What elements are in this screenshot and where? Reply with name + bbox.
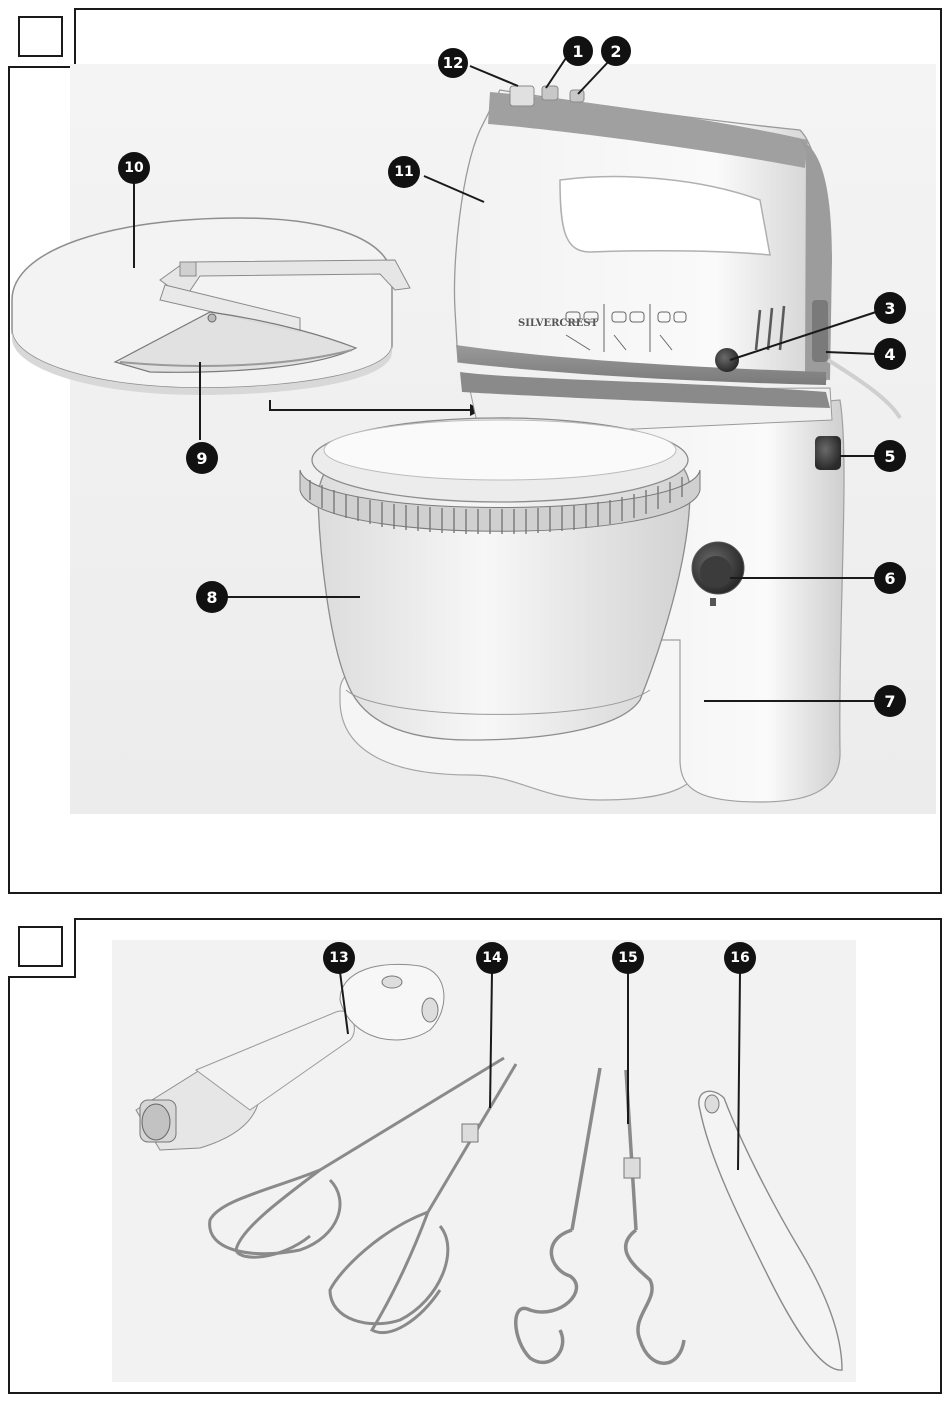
callout-16-label: 16 — [730, 950, 749, 966]
figure-2-callouts: 13 14 15 16 — [0, 900, 950, 1400]
callout-16: 16 — [724, 942, 756, 974]
callout-15: 15 — [612, 942, 644, 974]
callout-15-label: 15 — [618, 950, 637, 966]
callout-14-label: 14 — [482, 950, 501, 966]
callout-14: 14 — [476, 942, 508, 974]
callout-13: 13 — [323, 942, 355, 974]
callout-13-label: 13 — [329, 950, 348, 966]
